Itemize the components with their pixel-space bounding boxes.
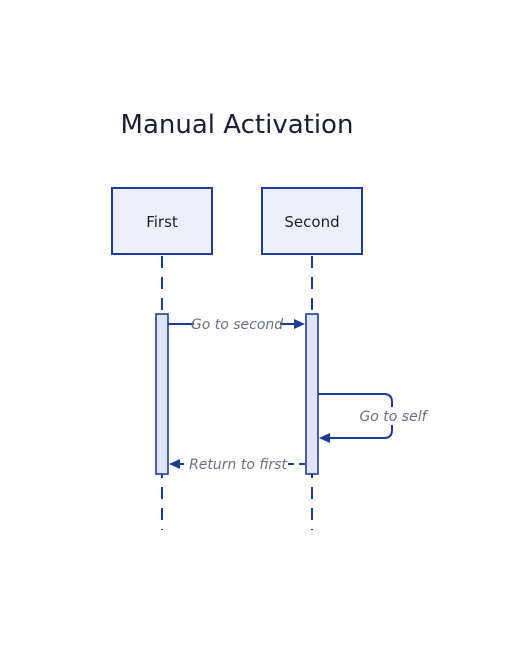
message-go-to-self: Go to self: [318, 393, 429, 443]
participant-first-box: [111, 187, 213, 255]
message-return-to-first: Return to first: [169, 455, 305, 473]
activation-first: [155, 313, 169, 475]
message-return-to-first-label-bg: [189, 455, 287, 473]
message-go-to-self-arrowhead: [319, 433, 330, 443]
activation-second: [305, 313, 319, 475]
message-go-to-second: Go to second: [168, 315, 305, 333]
message-go-to-second-label-bg: [194, 315, 280, 333]
participant-first-label: First: [146, 213, 178, 231]
message-go-to-second-label: Go to second: [191, 317, 283, 333]
participant-second: Second: [261, 187, 363, 255]
diagram-title: Manual Activation: [121, 110, 354, 140]
message-return-to-first-arrowhead: [169, 459, 180, 469]
participant-second-box: [261, 187, 363, 255]
participant-second-label: Second: [284, 213, 339, 231]
message-go-to-self-label-bg: [358, 407, 428, 425]
message-go-to-self-label: Go to self: [359, 409, 428, 425]
message-go-to-second-arrowhead: [294, 319, 305, 329]
message-return-to-first-label: Return to first: [189, 457, 287, 473]
participant-first: First: [111, 187, 213, 255]
